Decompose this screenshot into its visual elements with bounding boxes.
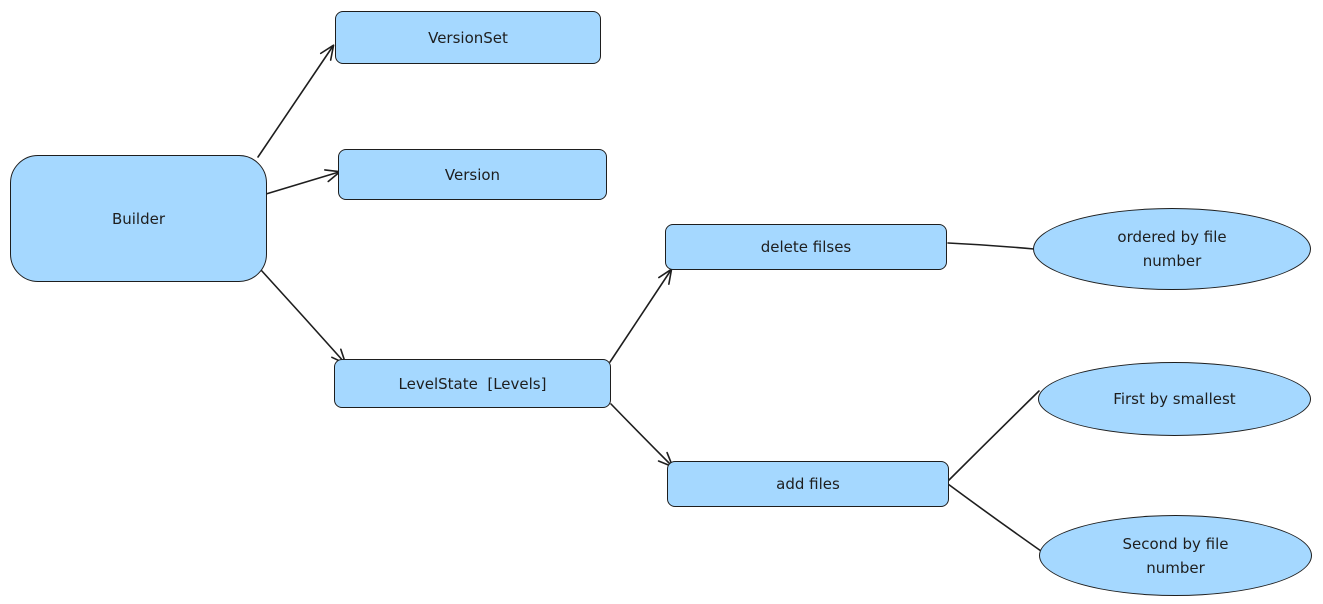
arrow-builder-to-version xyxy=(265,169,341,195)
first-by-smallest-node[interactable]: First by smallest xyxy=(1038,362,1311,436)
arrow-levelstate-to-add-files xyxy=(610,403,674,468)
second-by-file-number-node[interactable]: Second by file number xyxy=(1039,515,1312,596)
ordered-by-file-number-node[interactable]: ordered by file number xyxy=(1033,208,1311,290)
delete-files-node[interactable]: delete filses xyxy=(665,224,947,270)
line-add-files-to-second xyxy=(947,483,1042,552)
line-delete-files-to-ordered xyxy=(947,242,1035,250)
levelstate-node[interactable]: LevelState [Levels] xyxy=(334,359,611,408)
versionset-node[interactable]: VersionSet xyxy=(335,11,601,64)
arrow-builder-to-versionset xyxy=(257,44,335,158)
levelstate-label: LevelState [Levels] xyxy=(398,374,547,393)
add-files-node[interactable]: add files xyxy=(667,461,949,507)
builder-label: Builder xyxy=(111,209,166,228)
add-files-label: add files xyxy=(776,475,840,493)
ordered-by-file-number-label: ordered by file number xyxy=(1117,228,1227,270)
first-by-smallest-label: First by smallest xyxy=(1113,390,1236,408)
arrow-builder-to-levelstate xyxy=(260,269,347,365)
delete-files-label: delete filses xyxy=(760,238,852,256)
versionset-label: VersionSet xyxy=(428,28,508,47)
version-node[interactable]: Version xyxy=(338,149,607,200)
version-label: Version xyxy=(444,165,501,184)
builder-node[interactable]: Builder xyxy=(10,155,267,282)
arrow-levelstate-to-delete-files xyxy=(609,268,673,363)
second-by-file-number-label: Second by file number xyxy=(1122,534,1229,577)
line-add-files-to-first xyxy=(946,390,1040,483)
